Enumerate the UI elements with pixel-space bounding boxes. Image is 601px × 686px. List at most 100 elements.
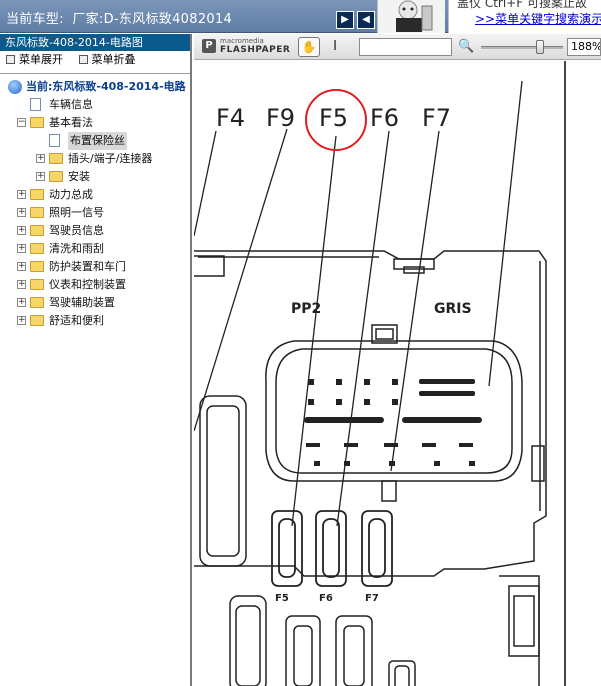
large-fuse	[199, 395, 247, 567]
doc-title: 东风标致-408-2014-电路图	[0, 34, 190, 51]
tree-item-label: 仪表和控制装置	[49, 278, 126, 291]
folder-icon	[30, 315, 44, 326]
fuse-label: F6	[370, 104, 399, 132]
highlight-circle	[305, 89, 367, 151]
collapse-icon	[78, 55, 88, 64]
nav-prev-icon[interactable]: ◀	[357, 11, 375, 29]
fusebox-diagram: F4 F9 F5 F6 F7 PP2 GRI	[194, 80, 547, 686]
tree-item[interactable]: + 驾驶员信息	[0, 222, 190, 240]
search-demo-link[interactable]: >>菜单关键字搜索演示	[475, 12, 601, 26]
tree-root[interactable]: 当前:东风标致-408-2014-电路	[0, 78, 190, 96]
tree-item[interactable]: + 清洗和雨刮	[0, 240, 190, 258]
fusebox-outline	[194, 250, 547, 577]
expand-all-button[interactable]: 菜单展开	[6, 51, 63, 69]
fuse-slot-label: F5	[275, 593, 289, 604]
expand-node-icon[interactable]: +	[36, 153, 45, 163]
flashpaper-mark-icon: P	[202, 39, 216, 53]
blade-fuses	[271, 510, 393, 587]
tree-item[interactable]: + 动力总成	[0, 186, 190, 204]
document-viewer: P macromedia FLASHPAPER ✋ I 🔍 188%	[194, 34, 601, 686]
tree-item[interactable]: + 安装	[0, 168, 190, 186]
tree-item-label: 车辆信息	[49, 98, 93, 111]
expand-node-icon[interactable]: +	[17, 189, 26, 199]
expand-node-icon[interactable]: +	[17, 315, 26, 325]
zoom-level[interactable]: 188%	[567, 38, 601, 56]
tree-item[interactable]: + 驾驶辅助装置	[0, 294, 190, 312]
tree-item-label: 驾驶辅助装置	[49, 296, 115, 309]
folder-icon	[30, 243, 44, 254]
expand-node-icon[interactable]: +	[17, 243, 26, 253]
tree-item-label: 插头/端子/连接器	[68, 152, 153, 165]
expand-node-icon[interactable]: +	[17, 225, 26, 235]
tree-item-label: 照明一信号	[49, 206, 104, 219]
tree-item-label: 基本看法	[49, 116, 93, 129]
tree-item[interactable]: 布置保险丝	[0, 132, 190, 150]
header-bar: 当前车型: 厂家:D-东风标致4082014 ▶ ◀ 盖仅 Ctrl+F 可搜案…	[0, 0, 601, 33]
hand-tool-icon[interactable]: ✋	[298, 37, 320, 57]
viewer-toolbar: P macromedia FLASHPAPER ✋ I 🔍 188%	[194, 34, 601, 60]
fuse-slot-label: F7	[365, 593, 379, 604]
fuse-label: F9	[266, 104, 295, 132]
expand-node-icon[interactable]: +	[17, 279, 26, 289]
fuse-label-highlighted: F5	[319, 104, 348, 132]
expand-node-icon[interactable]: +	[17, 261, 26, 271]
document-icon	[30, 98, 41, 111]
folder-icon	[30, 261, 44, 272]
find-input[interactable]	[359, 38, 452, 56]
zoom-slider-track[interactable]	[481, 46, 563, 49]
document-icon	[49, 134, 60, 147]
collapse-all-button[interactable]: 菜单折叠	[78, 51, 136, 69]
expand-icon	[6, 55, 15, 64]
vehicle-value: 厂家:D-东风标致4082014	[72, 12, 233, 27]
tree-item-label: 布置保险丝	[68, 132, 127, 150]
divider	[0, 73, 190, 74]
tree-item[interactable]: + 防护装置和车门	[0, 258, 190, 276]
tree-item-label: 舒适和便利	[49, 314, 104, 327]
expand-node-icon[interactable]: +	[36, 171, 45, 181]
connector-body	[265, 324, 545, 502]
folder-icon	[49, 153, 63, 164]
connector-label: GRIS	[434, 301, 472, 317]
vehicle-title: 当前车型: 厂家:D-东风标致4082014	[6, 8, 236, 27]
tree-item[interactable]: + 仪表和控制装置	[0, 276, 190, 294]
tree-controls: 菜单展开 菜单折叠	[0, 51, 190, 69]
folder-icon	[49, 171, 63, 182]
tree-item[interactable]: + 照明一信号	[0, 204, 190, 222]
folder-icon	[30, 207, 44, 218]
tree-item-label: 动力总成	[49, 188, 93, 201]
page-boundary	[564, 61, 566, 686]
folder-icon	[30, 189, 44, 200]
zoom-slider-thumb[interactable]	[536, 40, 544, 54]
search-hint: 盖仅 Ctrl+F 可搜案止故 >>菜单关键字搜索演示	[448, 0, 601, 33]
globe-icon	[8, 80, 22, 94]
folder-icon	[30, 117, 44, 128]
connector-label: PP2	[291, 301, 321, 317]
expand-node-icon[interactable]: +	[17, 207, 26, 217]
leader-lines	[194, 80, 523, 527]
vehicle-label: 当前车型:	[6, 12, 64, 27]
tree-item[interactable]: + 插头/端子/连接器	[0, 150, 190, 168]
tree-item-label: 当前:东风标致-408-2014-电路	[26, 80, 186, 93]
flashpaper-logo: P macromedia FLASHPAPER	[202, 37, 290, 56]
folder-icon	[30, 297, 44, 308]
tree-item[interactable]: 车辆信息	[0, 96, 190, 114]
hint-line: 盖仅 Ctrl+F 可搜案止故	[457, 0, 587, 10]
tree-item[interactable]: − 基本看法	[0, 114, 190, 132]
tree-item-label: 驾驶员信息	[49, 224, 104, 237]
navigation-tree: 当前:东风标致-408-2014-电路车辆信息 − 基本看法布置保险丝 + 插头/端子/…	[0, 78, 190, 330]
collapse-node-icon[interactable]: −	[17, 117, 26, 127]
nav-next-icon[interactable]: ▶	[336, 11, 354, 29]
expand-node-icon[interactable]: +	[17, 297, 26, 307]
tree-item-label: 清洗和雨刮	[49, 242, 104, 255]
connector-pins	[304, 379, 482, 466]
folder-icon	[30, 225, 44, 236]
text-select-icon[interactable]: I	[333, 39, 337, 54]
tree-item-label: 安装	[68, 170, 90, 183]
fuse-label: F4	[216, 104, 245, 132]
document-page[interactable]: F4 F9 F5 F6 F7 PP2 GRI	[194, 61, 601, 686]
mascot-image	[377, 0, 445, 33]
zoom-icon[interactable]: 🔍	[458, 39, 475, 54]
tree-item-label: 防护装置和车门	[49, 260, 126, 273]
tree-item[interactable]: + 舒适和便利	[0, 312, 190, 330]
